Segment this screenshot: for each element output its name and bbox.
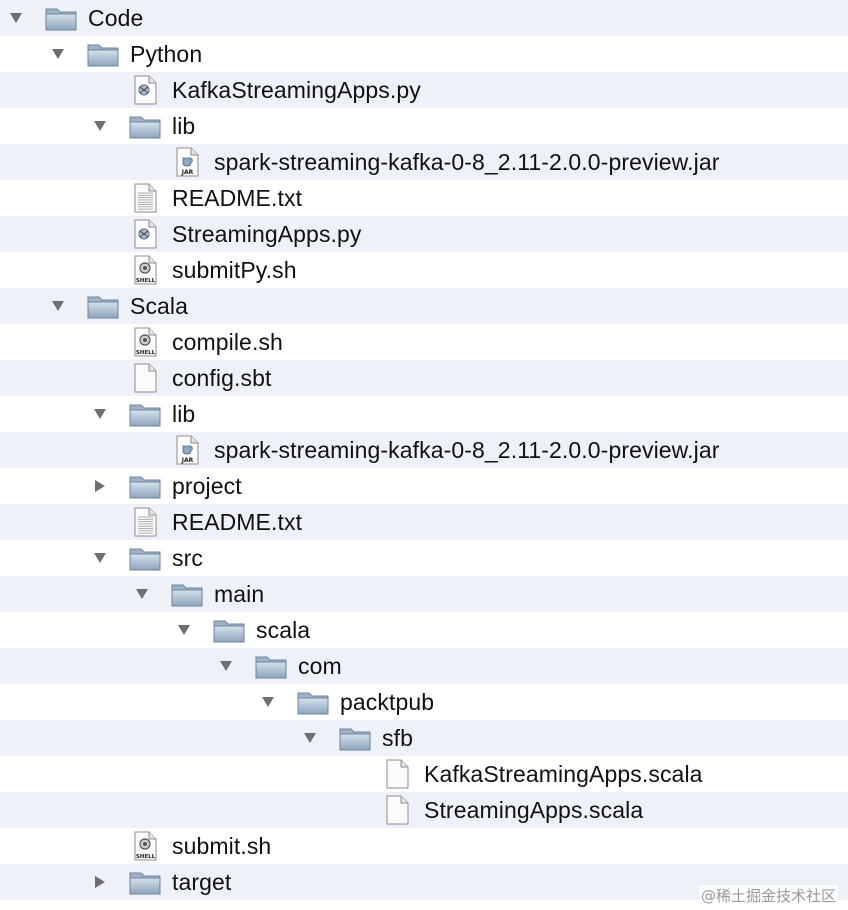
folder-name: sfb [382, 725, 413, 751]
folder-name: lib [172, 113, 196, 139]
tree-row[interactable]: README.txt [0, 504, 848, 540]
tree-row[interactable]: project [0, 468, 848, 504]
folder-name: lib [172, 401, 196, 427]
folder-icon [128, 111, 162, 141]
tree-row[interactable]: lib [0, 396, 848, 432]
svg-text:JAR: JAR [181, 169, 194, 176]
folder-name: target [172, 869, 232, 895]
tree-row[interactable]: Code [0, 0, 848, 36]
tree-row[interactable]: config.sbt [0, 360, 848, 396]
tree-row[interactable]: Scala [0, 288, 848, 324]
file-name: StreamingApps.scala [424, 797, 644, 823]
shell-script-icon: SHELL [128, 255, 162, 285]
svg-text:SHELL: SHELL [136, 854, 156, 860]
disclosure-triangle-expanded-icon[interactable] [92, 118, 108, 134]
text-file-icon [128, 183, 162, 213]
jar-file-icon: JAR [170, 435, 204, 465]
tree-row[interactable]: StreamingApps.scala [0, 792, 848, 828]
tree-row[interactable]: SHELL submit.sh [0, 828, 848, 864]
folder-icon [254, 651, 288, 681]
file-name: config.sbt [172, 365, 272, 391]
file-name: README.txt [172, 185, 303, 211]
disclosure-triangle-collapsed-icon[interactable] [92, 874, 108, 890]
python-file-icon [128, 219, 162, 249]
tree-row[interactable]: src [0, 540, 848, 576]
tree-row[interactable]: packtpub [0, 684, 848, 720]
folder-icon [44, 3, 78, 33]
folder-icon [338, 723, 372, 753]
folder-name: packtpub [340, 689, 435, 715]
tree-row[interactable]: com [0, 648, 848, 684]
blank-file-icon [380, 795, 414, 825]
folder-name: main [214, 581, 265, 607]
folder-name: Python [130, 41, 203, 67]
blank-file-icon [380, 759, 414, 789]
tree-row[interactable]: sfb [0, 720, 848, 756]
folder-name: scala [256, 617, 311, 643]
folder-icon [86, 291, 120, 321]
disclosure-triangle-expanded-icon[interactable] [134, 586, 150, 602]
file-name: submit.sh [172, 833, 272, 859]
watermark: @稀土掘金技术社区 [698, 885, 838, 906]
folder-name: Code [88, 5, 144, 31]
file-name: KafkaStreamingApps.py [172, 77, 421, 103]
file-name: spark-streaming-kafka-0-8_2.11-2.0.0-pre… [214, 437, 720, 463]
disclosure-triangle-collapsed-icon[interactable] [92, 478, 108, 494]
python-file-icon [128, 75, 162, 105]
disclosure-triangle-expanded-icon[interactable] [8, 10, 24, 26]
text-file-icon [128, 507, 162, 537]
folder-name: src [172, 545, 203, 571]
tree-row[interactable]: StreamingApps.py [0, 216, 848, 252]
folder-icon [212, 615, 246, 645]
folder-icon [128, 399, 162, 429]
file-name: compile.sh [172, 329, 283, 355]
blank-file-icon [128, 363, 162, 393]
disclosure-triangle-expanded-icon[interactable] [50, 298, 66, 314]
tree-row[interactable]: target [0, 864, 848, 900]
tree-row[interactable]: KafkaStreamingApps.py [0, 72, 848, 108]
svg-text:SHELL: SHELL [136, 350, 156, 356]
disclosure-triangle-expanded-icon[interactable] [260, 694, 276, 710]
file-name: KafkaStreamingApps.scala [424, 761, 703, 787]
folder-icon [128, 471, 162, 501]
file-name: README.txt [172, 509, 303, 535]
disclosure-triangle-expanded-icon[interactable] [50, 46, 66, 62]
tree-row[interactable]: lib [0, 108, 848, 144]
jar-file-icon: JAR [170, 147, 204, 177]
folder-name: Scala [130, 293, 189, 319]
folder-icon [128, 867, 162, 897]
tree-row[interactable]: JAR spark-streaming-kafka-0-8_2.11-2.0.0… [0, 432, 848, 468]
file-name: submitPy.sh [172, 257, 297, 283]
disclosure-triangle-expanded-icon[interactable] [302, 730, 318, 746]
shell-script-icon: SHELL [128, 831, 162, 861]
tree-row[interactable]: README.txt [0, 180, 848, 216]
folder-name: project [172, 473, 242, 499]
folder-icon [128, 543, 162, 573]
tree-row[interactable]: SHELL submitPy.sh [0, 252, 848, 288]
tree-row[interactable]: JAR spark-streaming-kafka-0-8_2.11-2.0.0… [0, 144, 848, 180]
shell-script-icon: SHELL [128, 327, 162, 357]
disclosure-triangle-expanded-icon[interactable] [92, 550, 108, 566]
tree-row[interactable]: SHELL compile.sh [0, 324, 848, 360]
tree-row[interactable]: main [0, 576, 848, 612]
svg-text:JAR: JAR [181, 457, 194, 464]
tree-row[interactable]: Python [0, 36, 848, 72]
folder-name: com [298, 653, 342, 679]
file-name: spark-streaming-kafka-0-8_2.11-2.0.0-pre… [214, 149, 720, 175]
folder-icon [170, 579, 204, 609]
disclosure-triangle-expanded-icon[interactable] [92, 406, 108, 422]
disclosure-triangle-expanded-icon[interactable] [218, 658, 234, 674]
tree-row[interactable]: KafkaStreamingApps.scala [0, 756, 848, 792]
disclosure-triangle-expanded-icon[interactable] [176, 622, 192, 638]
folder-icon [86, 39, 120, 69]
folder-icon [296, 687, 330, 717]
tree-row[interactable]: scala [0, 612, 848, 648]
svg-text:SHELL: SHELL [136, 278, 156, 284]
file-name: StreamingApps.py [172, 221, 362, 247]
